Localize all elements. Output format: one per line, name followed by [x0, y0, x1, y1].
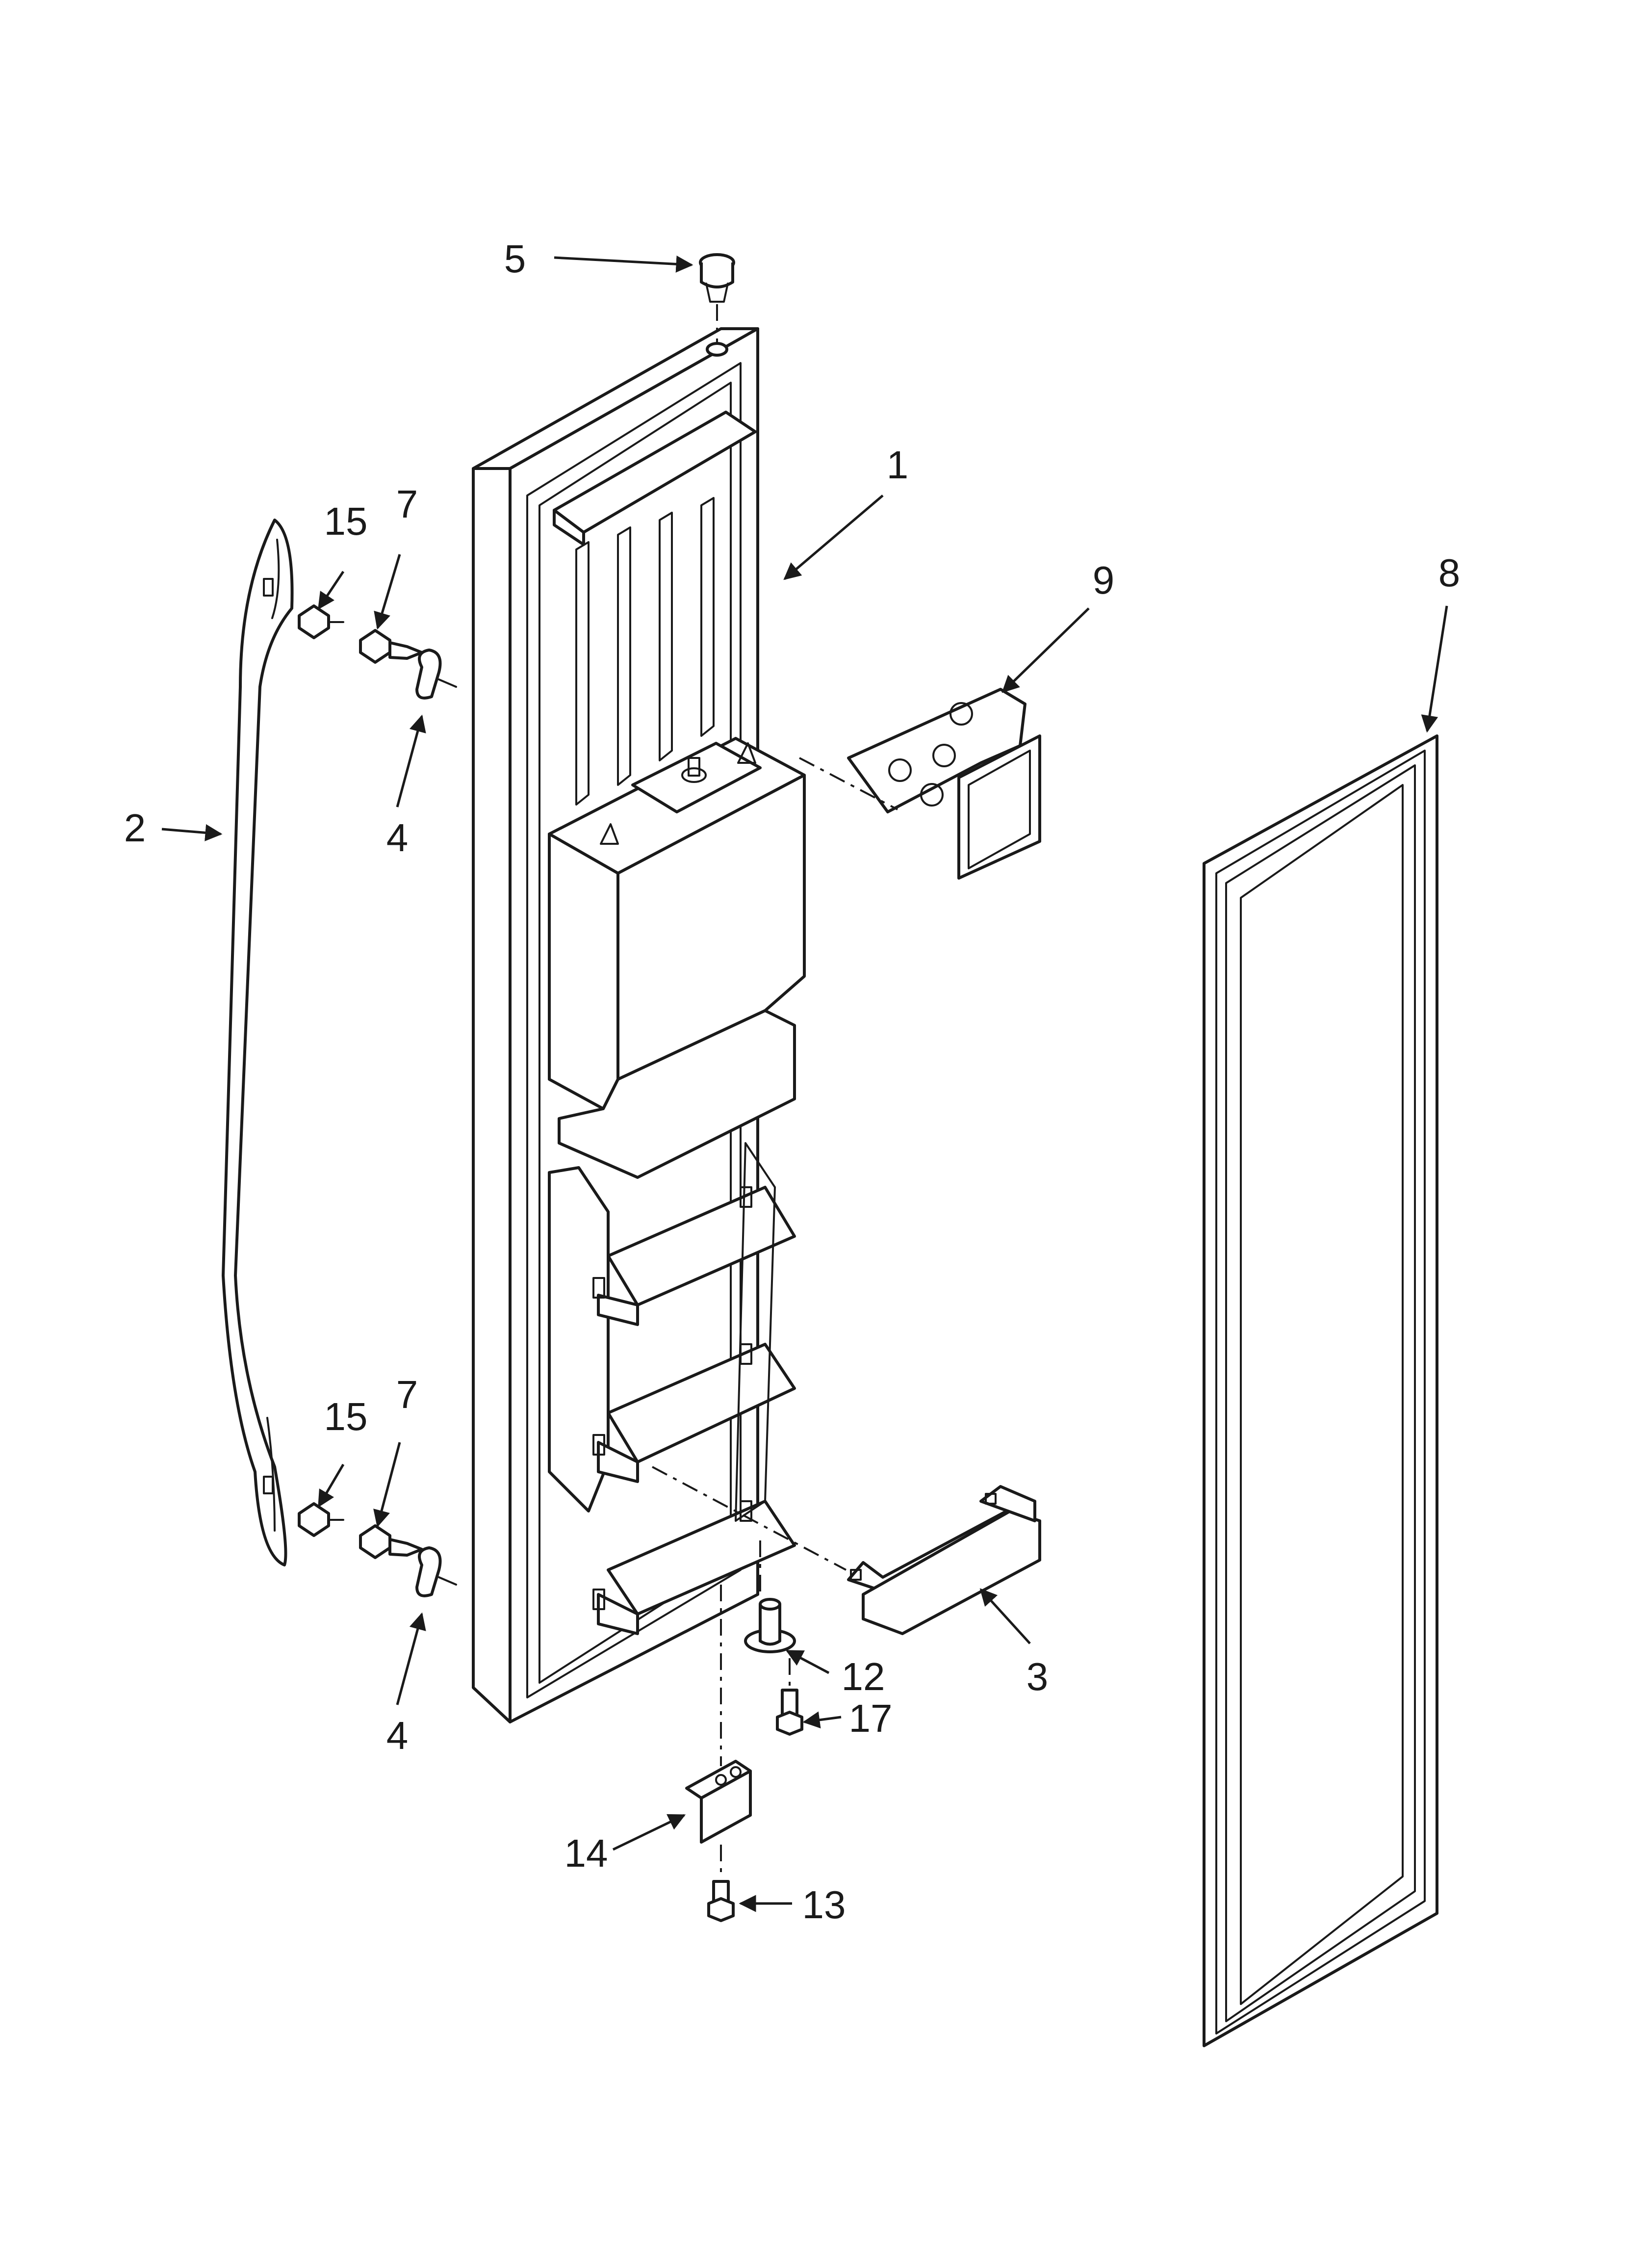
callout-7: 7 — [396, 1373, 418, 1416]
callout-15: 15 — [324, 499, 368, 543]
door-handle-part — [222, 519, 294, 1566]
screw-part-13 — [707, 1880, 735, 1922]
callout-15: 15 — [324, 1395, 368, 1438]
dispenser-cover-part — [799, 688, 1041, 880]
callout-labels: 5 1 15 7 9 8 2 4 15 7 12 3 17 4 14 13 — [124, 237, 1461, 1927]
callout-12: 12 — [842, 1655, 885, 1698]
callout-4: 4 — [386, 1714, 409, 1757]
callout-7: 7 — [396, 482, 418, 526]
leader-lines — [161, 255, 1448, 1912]
callout-17: 17 — [849, 1696, 893, 1740]
callout-5: 5 — [504, 237, 526, 281]
dispenser-housing — [548, 737, 806, 1179]
callout-14: 14 — [564, 1831, 608, 1875]
door-gasket-part — [1203, 734, 1438, 2047]
callout-13: 13 — [802, 1883, 846, 1927]
callout-9: 9 — [1093, 558, 1115, 602]
door-bin-part — [652, 1466, 1041, 1635]
callout-8: 8 — [1438, 551, 1461, 595]
callout-1: 1 — [887, 443, 909, 487]
hinge-cap-part — [699, 253, 735, 357]
hinge-pin-part — [744, 1540, 796, 1653]
liner-ribs — [575, 497, 715, 806]
door-liner-part — [472, 327, 806, 1723]
door-shelves — [548, 1142, 796, 1635]
callout-4: 4 — [386, 816, 409, 860]
callout-2: 2 — [124, 806, 146, 850]
fasteners-lower — [298, 1502, 457, 1597]
callout-3: 3 — [1026, 1655, 1049, 1698]
screw-part-17 — [776, 1658, 803, 1736]
hinge-bracket-part — [685, 1585, 752, 1879]
fasteners-upper — [298, 604, 457, 700]
